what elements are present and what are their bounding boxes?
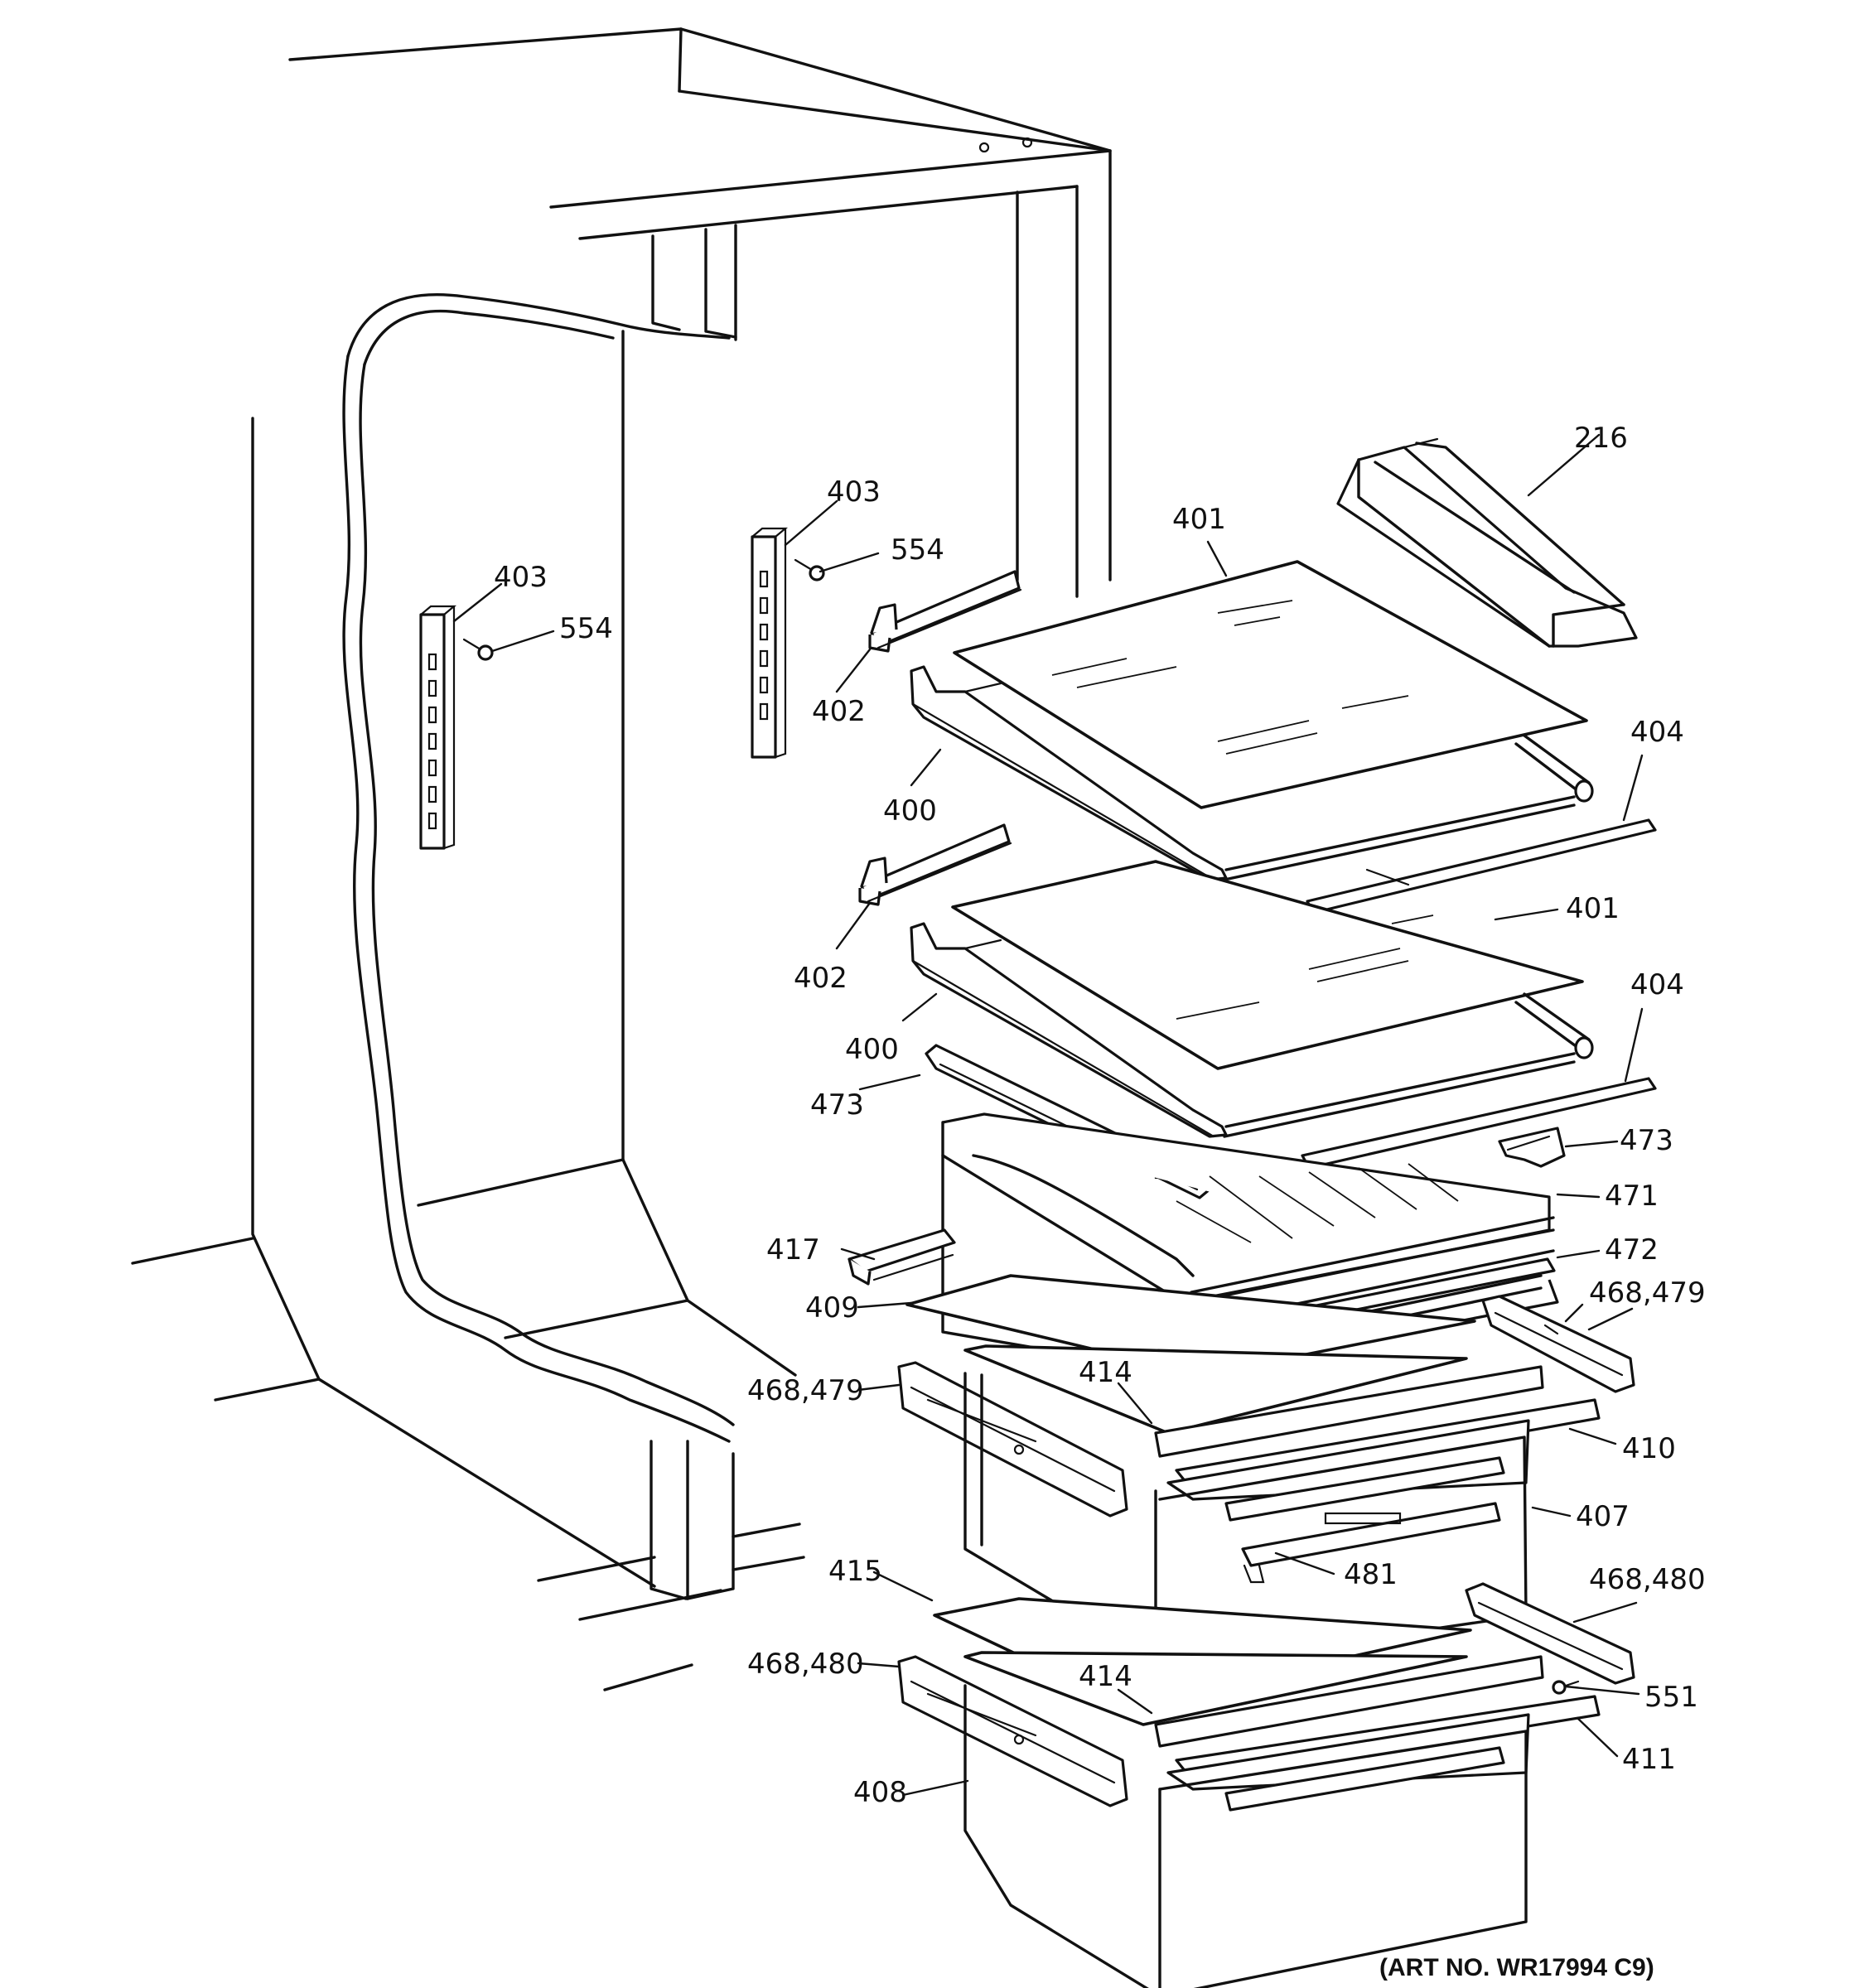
shelf-trim-404-lower — [1301, 1077, 1657, 1170]
callout-402-lower: 402 — [794, 962, 847, 995]
shelf-glass-401-upper — [953, 560, 1588, 809]
glass-414-upper — [963, 1344, 1468, 1435]
callout-468-479-right: 468,479 — [1589, 1276, 1706, 1310]
screw-554-right — [794, 558, 825, 581]
callout-403-left: 403 — [494, 561, 548, 594]
callout-473-right: 473 — [1620, 1124, 1673, 1157]
slide-468-479-right — [1481, 1295, 1635, 1393]
cover-support-473-right — [1498, 1127, 1566, 1168]
drawer-trim-414-lower — [1154, 1655, 1544, 1748]
drawer-408 — [963, 1684, 1528, 1988]
glass-414-lower — [963, 1651, 1468, 1726]
slide-468-480-right — [1465, 1582, 1635, 1685]
leader-lines — [452, 433, 1644, 1797]
callout-labels: 216 401 403 554 403 554 402 400 404 401 … — [494, 422, 1706, 1809]
shelf-bracket-402-lower — [858, 823, 1012, 906]
callout-468-480-right: 468,480 — [1589, 1563, 1706, 1596]
callout-415: 415 — [828, 1555, 882, 1588]
callout-414-lower: 414 — [1079, 1660, 1132, 1693]
callout-472: 472 — [1605, 1233, 1659, 1267]
callout-404-upper: 404 — [1630, 716, 1684, 749]
screw-551 — [1552, 1680, 1580, 1695]
callout-403-right: 403 — [827, 475, 881, 509]
callout-404-lower: 404 — [1630, 968, 1684, 1001]
screw-554-left — [462, 638, 494, 661]
callout-468-480-left: 468,480 — [747, 1648, 864, 1681]
drawer-handle-481 — [1241, 1502, 1501, 1584]
callout-551: 551 — [1644, 1681, 1698, 1714]
callout-409: 409 — [805, 1291, 859, 1325]
slide-468-480-left — [897, 1655, 1128, 1807]
shelf-frame-400-lower — [910, 922, 1594, 1138]
shelf-frame-400-upper — [910, 665, 1594, 881]
callout-400-upper: 400 — [883, 794, 937, 828]
shelf-rail-left — [419, 605, 457, 850]
door-bin-216 — [1336, 437, 1638, 648]
callout-407: 407 — [1576, 1500, 1630, 1533]
callout-468-479-left: 468,479 — [747, 1374, 864, 1407]
callout-401-lower: 401 — [1566, 892, 1620, 925]
shelf-glass-401-lower — [951, 860, 1584, 1070]
callout-410: 410 — [1622, 1432, 1676, 1465]
callout-554-right: 554 — [891, 533, 944, 567]
rail-417 — [847, 1228, 956, 1286]
cabinet — [131, 27, 1112, 1691]
callout-402-upper: 402 — [812, 695, 866, 728]
art-number: (ART NO. WR17994 C9) — [1379, 1954, 1654, 1981]
callout-401-upper: 401 — [1172, 503, 1226, 536]
callout-471: 471 — [1605, 1180, 1659, 1213]
callout-554-left: 554 — [559, 612, 613, 645]
callout-411: 411 — [1622, 1743, 1676, 1776]
callout-216: 216 — [1574, 422, 1628, 455]
callout-417: 417 — [766, 1233, 820, 1267]
callout-400-lower: 400 — [845, 1033, 899, 1066]
drawer-trim-414-upper — [1154, 1365, 1544, 1458]
shelf-rail-right — [751, 527, 789, 759]
callout-481: 481 — [1344, 1558, 1398, 1591]
shelf-bracket-402-upper — [868, 570, 1022, 653]
callout-408: 408 — [853, 1776, 907, 1809]
callout-414-upper: 414 — [1079, 1356, 1132, 1389]
callout-473-left: 473 — [810, 1088, 864, 1122]
